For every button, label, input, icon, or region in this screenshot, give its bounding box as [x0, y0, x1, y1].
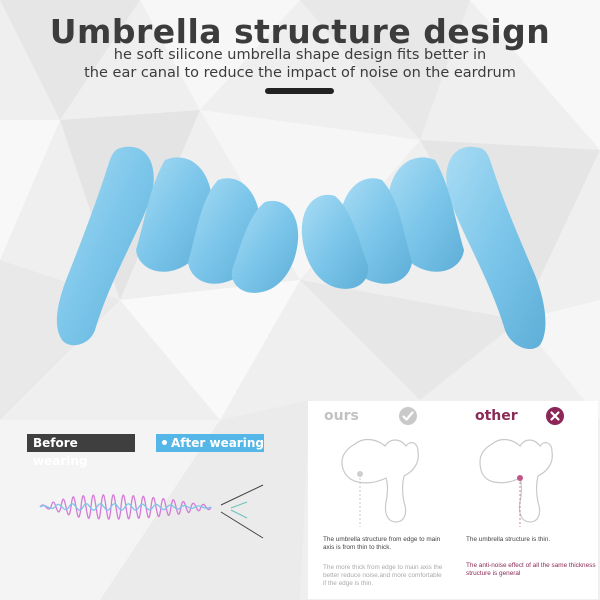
- subtitle-line-2: the ear canal to reduce the impact of no…: [84, 65, 516, 81]
- sound-wave-graphic: [39, 484, 264, 539]
- ours-description-2: The more thick from edge to main axis th…: [323, 564, 443, 587]
- page-title: Umbrella structure design: [49, 12, 551, 51]
- right-earplug-stem: [446, 146, 546, 350]
- left-earplug-stem: [56, 146, 154, 346]
- noise-wave-before: [39, 494, 212, 520]
- before-wearing-label: Before wearing: [33, 436, 88, 468]
- before-wearing-tab: Before wearing: [27, 434, 135, 468]
- left-earplug: [56, 146, 299, 346]
- bullet-icon: [162, 440, 167, 445]
- right-earplug: [301, 146, 546, 350]
- ours-earplug-outline: [341, 438, 419, 527]
- earplugs-illustration: [56, 146, 546, 350]
- ours-description-1: The umbrella structure from edge to main…: [323, 536, 441, 551]
- noise-wave-after: [39, 503, 212, 511]
- ear-line-bottom: [220, 511, 264, 539]
- right-earplug-flange-3: [301, 194, 369, 289]
- other-description-2: The anti-noise effect of all the same th…: [466, 562, 596, 577]
- after-wearing-tab: After wearing: [156, 434, 264, 452]
- title-divider: [265, 88, 334, 94]
- subtitle-line-1: he soft silicone umbrella shape design f…: [113, 47, 487, 63]
- other-label: other: [475, 408, 518, 424]
- after-wearing-label: After wearing: [171, 436, 264, 450]
- comparison-panel: [308, 401, 598, 599]
- ear-line-mid-1: [230, 501, 248, 509]
- check-icon: [399, 407, 417, 425]
- ours-label: ours: [324, 408, 359, 424]
- ear-line-top: [220, 484, 264, 506]
- other-description-1: The umbrella structure is thin.: [466, 536, 551, 543]
- left-earplug-flange-3: [231, 200, 299, 293]
- ear-line-mid-2: [230, 509, 248, 519]
- other-earplug-outline: [479, 438, 553, 527]
- x-icon: [546, 407, 564, 425]
